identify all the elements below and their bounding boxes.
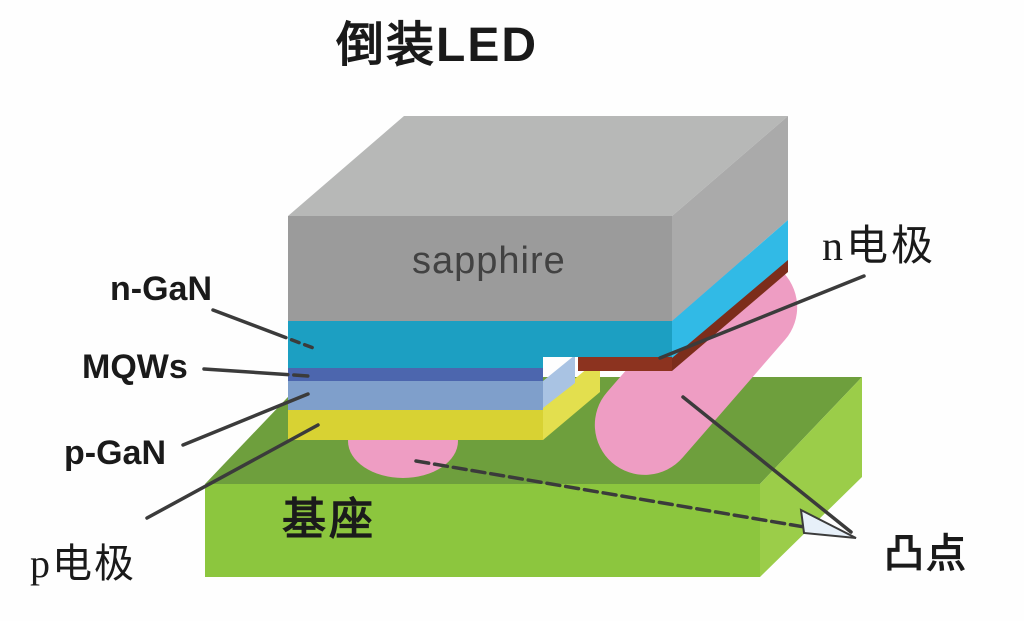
p-gan-label: p-GaN	[64, 434, 166, 472]
base-right-face	[760, 377, 862, 577]
p-gan-front-face	[288, 381, 543, 410]
leader-n-electrode	[658, 274, 866, 360]
n-gan-front-face	[288, 321, 672, 368]
p-electrode-front-face	[288, 410, 543, 440]
n-electrode-label: n电极	[822, 224, 937, 270]
bumps-arrowhead	[799, 508, 857, 539]
sapphire-front-face	[288, 216, 672, 321]
n-electrode-strip	[578, 357, 672, 371]
p-gan-side-face	[543, 355, 575, 408]
base-label: 基座	[282, 495, 376, 544]
leader-mqws	[202, 367, 310, 378]
n-gan-label: n-GaN	[110, 270, 212, 308]
n-gan-right-face	[672, 220, 788, 360]
p-electrode-side-face	[543, 358, 600, 440]
n-side-bump	[594, 257, 798, 475]
leader-p-electrode	[145, 423, 320, 520]
bumps-label: 凸点	[884, 532, 968, 576]
leader-n-gan	[211, 308, 318, 351]
base-front-face	[205, 484, 760, 577]
diagram-title: 倒装LED	[336, 19, 539, 72]
p-electrode-label: p电极	[30, 541, 136, 586]
mqws-label: MQWs	[82, 348, 188, 386]
sapphire-label: sapphire	[412, 240, 566, 282]
leader-p-gan	[181, 392, 310, 447]
sapphire-right-face	[672, 116, 788, 321]
mqws-front-face	[288, 368, 543, 381]
leader-bump-right	[681, 395, 853, 534]
leader-bump-left	[414, 459, 824, 532]
sapphire-top-face	[288, 116, 788, 216]
